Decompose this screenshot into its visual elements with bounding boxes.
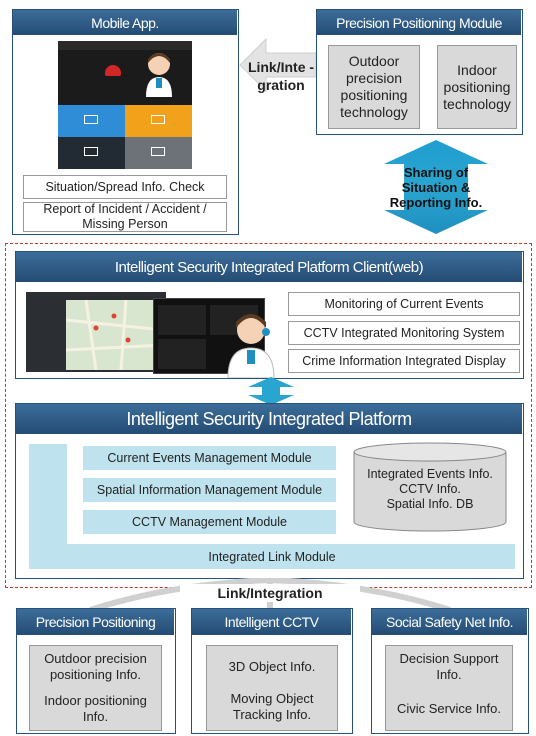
link-integration-top-label: Link/Inte -gration (247, 59, 315, 93)
mobile-item-report: Report of Incident / Accident / Missing … (23, 202, 227, 232)
db-line-cctv: CCTV Info. (399, 481, 461, 496)
app-tile-1[interactable] (58, 105, 125, 137)
precision-module-panel: Precision Positioning Module Outdoor pre… (316, 9, 523, 135)
platform-title: Intelligent Security Integrated Platform (16, 404, 522, 434)
bottom-panel-precision: Precision Positioning Outdoor precision … (16, 608, 176, 734)
tile-icon-2 (151, 115, 165, 124)
platform-panel: Intelligent Security Integrated Platform… (15, 403, 524, 579)
database-cylinder-icon (353, 442, 507, 532)
bottom-cctv-box: 3D Object Info. Moving Object Tracking I… (206, 645, 338, 731)
db-label: Integrated Events Info. CCTV Info. Spati… (354, 462, 506, 516)
bottom-precision-title: Precision Positioning (17, 609, 174, 635)
social-item-decision: Decision Support Info. (399, 651, 499, 682)
cctv-cell (158, 339, 206, 369)
precision-item-indoor: Indoor positioning Info. (44, 693, 147, 724)
module-current-events: Current Events Management Module (83, 446, 336, 470)
client-function-cctv: CCTV Integrated Monitoring System (288, 321, 520, 345)
app-tile-3[interactable] (58, 137, 125, 169)
bottom-precision-box: Outdoor precision positioning Info. Indo… (29, 645, 162, 731)
client-web-panel: Intelligent Security Integrated Platform… (15, 251, 524, 379)
mobile-app-panel: Mobile App. Situation/Spread Info. Check… (12, 9, 239, 235)
sharing-label: Sharing of Situation & Reporting Info. (389, 164, 483, 210)
tile-icon-3 (84, 147, 98, 156)
tile-icon-1 (84, 115, 98, 124)
app-header-strip (58, 41, 192, 50)
cctv-cell (158, 305, 206, 335)
bottom-social-box: Decision Support Info. Civic Service Inf… (385, 645, 513, 731)
db-line-events: Integrated Events Info. (367, 466, 493, 481)
link-integration-bottom-label: Link/Integration (180, 584, 360, 602)
sharing-double-arrow (384, 140, 488, 234)
bottom-panel-cctv: Intelligent CCTV 3D Object Info. Moving … (191, 608, 353, 734)
app-tile-4[interactable] (125, 137, 192, 169)
bottom-cctv-title: Intelligent CCTV (192, 609, 351, 635)
db-line-spatial: Spatial Info. DB (386, 496, 474, 511)
assistant-character-icon-web (227, 314, 275, 378)
module-cctv: CCTV Management Module (83, 510, 336, 534)
social-item-civic: Civic Service Info. (396, 700, 502, 716)
mobile-item-situation: Situation/Spread Info. Check (23, 175, 227, 199)
client-platform-arrow (248, 377, 294, 405)
tile-icon-4 (151, 147, 165, 156)
bottom-panel-social: Social Safety Net Info. Decision Support… (371, 608, 529, 734)
alarm-icon (105, 65, 121, 76)
bottom-social-title: Social Safety Net Info. (372, 609, 527, 635)
precision-module-title: Precision Positioning Module (317, 10, 521, 35)
mobile-app-screenshot (58, 41, 192, 169)
integrated-link-module: Integrated Link Module (29, 544, 515, 569)
precision-item-outdoor: Outdoor precision positioning Info. (44, 651, 147, 682)
web-map (65, 299, 165, 371)
client-function-crime: Crime Information Integrated Display (288, 349, 520, 373)
outdoor-tech-box: Outdoor precision positioning technology (328, 45, 420, 129)
cctv-item-tracking: Moving Object Tracking Info. (230, 691, 314, 722)
client-function-monitoring: Monitoring of Current Events (288, 292, 520, 316)
cctv-item-3d: 3D Object Info. (228, 658, 316, 674)
indoor-tech-box: Indoor positioning technology (437, 45, 517, 129)
assistant-character-icon (146, 53, 172, 97)
module-spatial-info: Spatial Information Management Module (83, 478, 336, 502)
app-tile-2[interactable] (125, 105, 192, 137)
client-web-title: Intelligent Security Integrated Platform… (16, 252, 522, 282)
web-screenshot-main (26, 292, 166, 372)
mobile-app-title: Mobile App. (13, 10, 237, 35)
